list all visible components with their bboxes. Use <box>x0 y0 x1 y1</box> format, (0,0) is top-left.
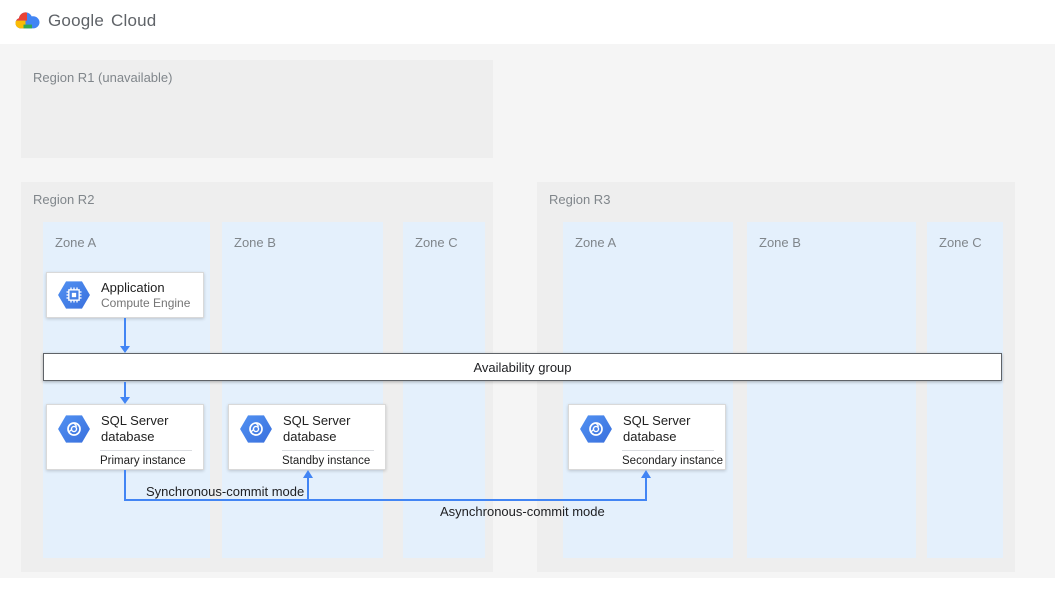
sql-card-title: SQL Server database <box>623 413 691 444</box>
region-r2-zone-c: Zone C <box>403 222 485 558</box>
google-cloud-logo-link[interactable]: Google Cloud <box>14 11 156 31</box>
availability-group-bar: Availability group <box>43 353 1002 381</box>
sql-card-title: SQL Server database <box>101 413 169 444</box>
card-divider <box>622 450 714 451</box>
primary-instance-label: Primary instance <box>100 455 186 467</box>
sql-card-title: SQL Server database <box>283 413 351 444</box>
sql-standby-card: SQL Server database Standby instance <box>228 404 386 470</box>
sql-server-icon <box>579 414 613 444</box>
async-commit-label: Asynchronous-commit mode <box>440 504 605 519</box>
zone-label: Zone C <box>939 235 982 250</box>
application-title: Application <box>101 279 165 295</box>
application-card: Application Compute Engine <box>46 272 204 318</box>
region-r3-zone-a: Zone A <box>563 222 733 558</box>
region-r2-zone-b: Zone B <box>222 222 383 558</box>
region-r3-label: Region R3 <box>549 192 611 207</box>
sql-server-icon <box>57 414 91 444</box>
region-r1-box: Region R1 (unavailable) <box>21 60 493 158</box>
region-r1-label: Region R1 (unavailable) <box>33 70 173 85</box>
zone-label: Zone A <box>575 235 617 250</box>
zone-label: Zone C <box>415 235 458 250</box>
google-cloud-logo-icon <box>14 11 41 31</box>
sql-server-icon <box>239 414 273 444</box>
sql-primary-card: SQL Server database Primary instance <box>46 404 204 470</box>
secondary-instance-label: Secondary instance <box>622 455 724 467</box>
region-r2-label: Region R2 <box>33 192 95 207</box>
card-divider <box>100 450 192 451</box>
region-r3-zone-c: Zone C <box>927 222 1003 558</box>
zone-label: Zone A <box>55 235 97 250</box>
region-r3-zone-b: Zone B <box>747 222 916 558</box>
sql-secondary-card: SQL Server database Secondary instance <box>568 404 726 470</box>
application-subtitle: Compute Engine <box>101 295 191 310</box>
zone-label: Zone B <box>759 235 801 250</box>
standby-instance-label: Standby instance <box>282 455 371 467</box>
logo-text-cloud: Cloud <box>111 11 157 30</box>
compute-engine-icon <box>57 280 91 310</box>
sync-commit-label: Synchronous-commit mode <box>146 484 305 499</box>
header-bar: Google Cloud <box>0 0 1055 44</box>
logo-text-google: Google <box>48 11 105 30</box>
zone-label: Zone B <box>234 235 276 250</box>
availability-group-label: Availability group <box>473 359 572 375</box>
card-divider <box>282 450 374 451</box>
